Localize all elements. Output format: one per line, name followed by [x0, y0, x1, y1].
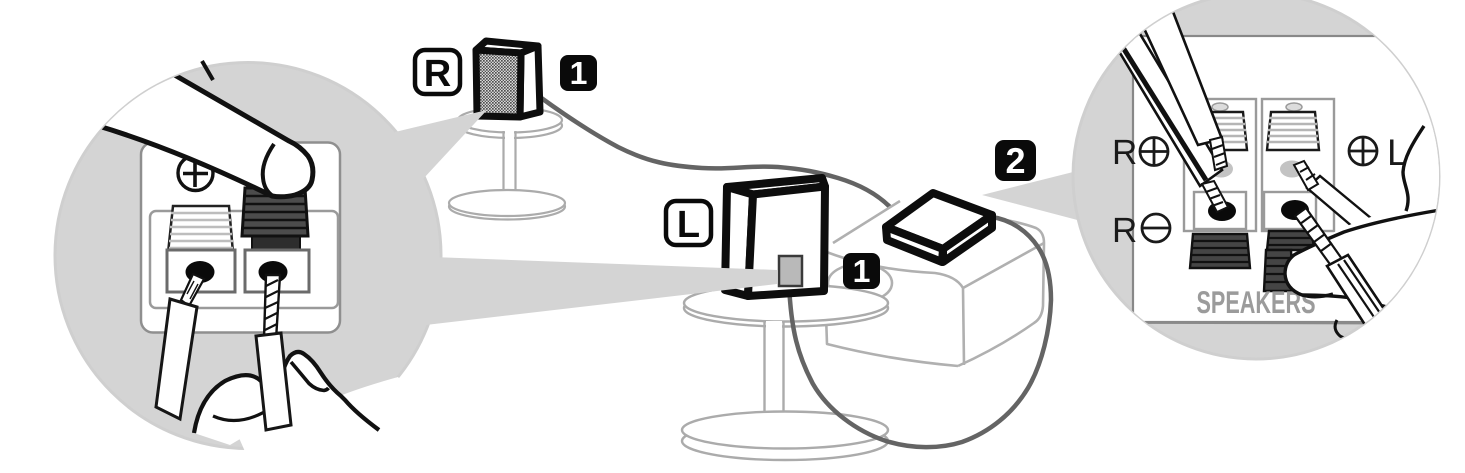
svg-text:R: R: [424, 53, 451, 95]
svg-text:1: 1: [853, 253, 871, 289]
svg-text:R: R: [1112, 133, 1137, 172]
svg-text:L: L: [1387, 132, 1408, 173]
svg-text:R: R: [1112, 211, 1137, 250]
svg-text:1: 1: [570, 55, 588, 91]
svg-text:2: 2: [1005, 140, 1025, 181]
svg-text:L: L: [677, 204, 700, 246]
